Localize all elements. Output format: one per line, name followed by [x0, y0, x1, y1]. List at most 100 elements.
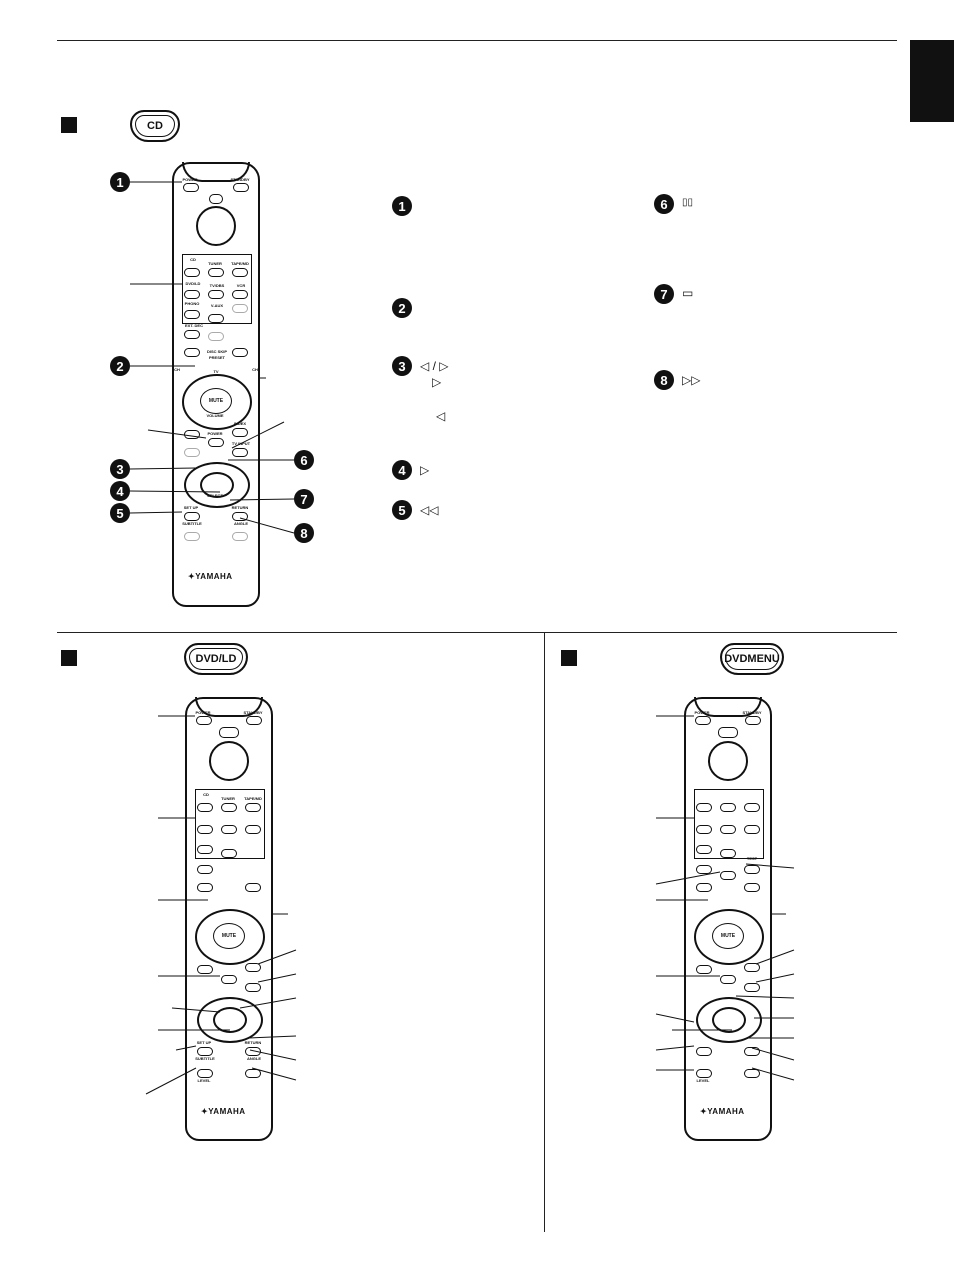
- play-select-button[interactable]: [213, 1007, 247, 1033]
- tuner-button[interactable]: [208, 268, 224, 277]
- tape-button[interactable]: [744, 803, 760, 812]
- tuner-button[interactable]: [221, 803, 237, 812]
- cd-badge: CD: [130, 110, 180, 142]
- play-select-button[interactable]: [712, 1007, 746, 1033]
- cd-button[interactable]: [197, 803, 213, 812]
- dim-button-4[interactable]: [184, 532, 200, 541]
- dim-button[interactable]: [232, 304, 248, 313]
- tvdbs-button[interactable]: [720, 825, 736, 834]
- vcr-button[interactable]: [744, 825, 760, 834]
- mute-button[interactable]: MUTE: [213, 923, 245, 949]
- index-button[interactable]: [232, 428, 248, 437]
- effect-button[interactable]: [744, 883, 760, 892]
- tvdbs-button[interactable]: [208, 290, 224, 299]
- power-button[interactable]: [196, 716, 212, 725]
- standby-button[interactable]: [246, 716, 262, 725]
- dvd-button[interactable]: [197, 825, 213, 834]
- effect-button[interactable]: [245, 883, 261, 892]
- dim-button-2[interactable]: [208, 332, 224, 341]
- standby-label: STANDBY: [742, 710, 762, 715]
- volume-label: VOLUME: [206, 413, 224, 418]
- setup-button[interactable]: [184, 512, 200, 521]
- mute-button[interactable]: MUTE: [200, 388, 232, 414]
- effect-button[interactable]: [232, 348, 248, 357]
- callout-5: 5: [110, 503, 130, 523]
- tuner-button[interactable]: [720, 803, 736, 812]
- tv-input-button[interactable]: [232, 448, 248, 457]
- cd-label: CD: [203, 792, 209, 797]
- page-tab: [910, 40, 954, 122]
- sleep-button[interactable]: [184, 430, 200, 439]
- mute-button[interactable]: MUTE: [712, 923, 744, 949]
- test-label: TEST: [746, 856, 758, 861]
- vaux-button[interactable]: [221, 849, 237, 858]
- play-select-button[interactable]: [200, 472, 234, 498]
- audio-button[interactable]: [245, 1069, 261, 1078]
- sleep-button[interactable]: [197, 965, 213, 974]
- extdec-button[interactable]: [696, 865, 712, 874]
- sleep-button[interactable]: [696, 965, 712, 974]
- plus10-button[interactable]: [720, 871, 736, 880]
- dim-button-3[interactable]: [184, 448, 200, 457]
- jog-dial[interactable]: [209, 741, 249, 781]
- index-button[interactable]: [744, 963, 760, 972]
- volume-ring[interactable]: [195, 909, 265, 965]
- standby-button[interactable]: [233, 183, 249, 192]
- dvdmenu-badge: DVDMENU: [720, 643, 784, 675]
- tvdbs-button[interactable]: [221, 825, 237, 834]
- extdec-button[interactable]: [197, 865, 213, 874]
- vcr-button[interactable]: [232, 290, 248, 299]
- tape-label: TAPE/MD: [244, 796, 262, 801]
- standby-button[interactable]: [745, 716, 761, 725]
- phono-button[interactable]: [197, 845, 213, 854]
- tv-power-button[interactable]: [221, 975, 237, 984]
- return-button[interactable]: [744, 1047, 760, 1056]
- test-button[interactable]: [744, 865, 760, 874]
- subtitle-label: SUBTITLE: [182, 521, 202, 526]
- dvd-button[interactable]: [184, 290, 200, 299]
- phono-button[interactable]: [184, 310, 200, 319]
- cd-button[interactable]: [696, 803, 712, 812]
- disp-button[interactable]: [696, 883, 712, 892]
- vcr-button[interactable]: [245, 825, 261, 834]
- audio-button[interactable]: [744, 1069, 760, 1078]
- disp-button[interactable]: [197, 883, 213, 892]
- extdec-button[interactable]: [184, 330, 200, 339]
- index-button[interactable]: [245, 963, 261, 972]
- jog-dial[interactable]: [708, 741, 748, 781]
- dvd-button[interactable]: [696, 825, 712, 834]
- tv-power-label: POWER: [207, 431, 223, 436]
- ch-right-label: CH: [252, 367, 258, 372]
- mode-indicator: [219, 727, 239, 738]
- level-label: LEVEL: [197, 1078, 211, 1083]
- dim-button-5[interactable]: [232, 532, 248, 541]
- disp-button[interactable]: [184, 348, 200, 357]
- return-button[interactable]: [232, 512, 248, 521]
- ch-left-label: CH: [174, 367, 180, 372]
- tv-power-button[interactable]: [720, 975, 736, 984]
- setup-button[interactable]: [696, 1047, 712, 1056]
- tv-power-button[interactable]: [208, 438, 224, 447]
- level-button[interactable]: [696, 1069, 712, 1078]
- section-marker-cd: [61, 117, 77, 133]
- level-button[interactable]: [197, 1069, 213, 1078]
- power-button[interactable]: [183, 183, 199, 192]
- tape-button[interactable]: [232, 268, 248, 277]
- tv-input-button[interactable]: [744, 983, 760, 992]
- vaux-button[interactable]: [208, 314, 224, 323]
- mode-indicator: [718, 727, 738, 738]
- vaux-button[interactable]: [720, 849, 736, 858]
- return-button[interactable]: [245, 1047, 261, 1056]
- power-label: POWER: [694, 710, 710, 715]
- vcr-label: VCR: [236, 283, 246, 288]
- tv-input-button[interactable]: [245, 983, 261, 992]
- phono-button[interactable]: [696, 845, 712, 854]
- callout-8: 8: [294, 523, 314, 543]
- jog-dial[interactable]: [196, 206, 236, 246]
- setup-button[interactable]: [197, 1047, 213, 1056]
- power-button[interactable]: [695, 716, 711, 725]
- section-marker-dvdld: [61, 650, 77, 666]
- select-label: SELECT: [207, 493, 223, 498]
- cd-button[interactable]: [184, 268, 200, 277]
- tape-button[interactable]: [245, 803, 261, 812]
